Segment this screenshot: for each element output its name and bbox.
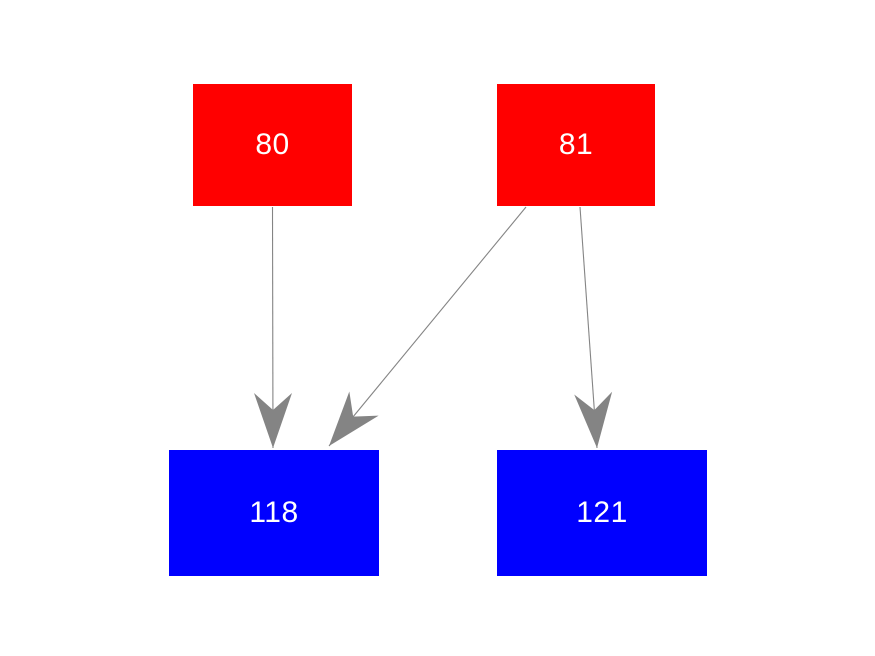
edge-81-121 (574, 206, 616, 450)
node-label: 118 (249, 496, 299, 529)
node-121: 121 (497, 450, 707, 576)
node-label: 121 (576, 496, 628, 529)
edge-line (271, 206, 274, 449)
edge-line (579, 206, 598, 449)
node-80: 80 (193, 84, 352, 206)
node-118: 118 (169, 450, 379, 576)
node-label: 80 (255, 128, 290, 161)
arrowhead-icon (574, 391, 616, 450)
edge-80-118 (254, 206, 292, 449)
node-81: 81 (497, 84, 655, 206)
edge-81-118 (314, 206, 527, 459)
edge-line (328, 206, 527, 447)
arrowhead-icon (314, 391, 379, 459)
node-label: 81 (558, 128, 594, 161)
